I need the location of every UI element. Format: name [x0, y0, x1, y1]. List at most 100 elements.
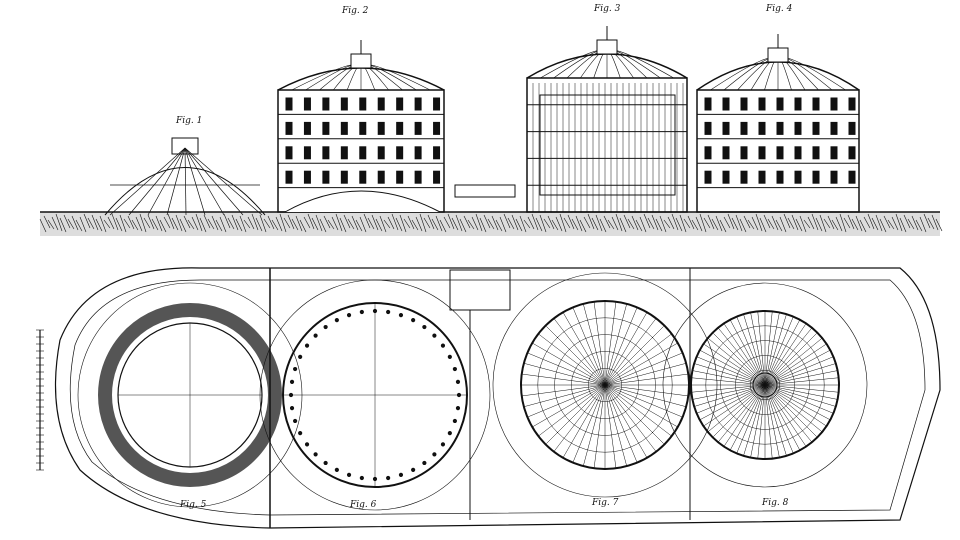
fig4-window [722, 146, 730, 160]
fig2-window [340, 170, 348, 184]
ground-hatch [679, 214, 687, 233]
fig2-window [414, 170, 422, 184]
ground-hatch [647, 217, 655, 230]
fig1-label: Fig. 1 [176, 116, 203, 126]
ground-hatch [435, 215, 443, 232]
fig2-window [322, 146, 330, 160]
fig2-window [303, 170, 311, 184]
ground-hatch [343, 214, 351, 229]
ground-hatch [283, 217, 291, 229]
ground-hatch [623, 214, 631, 229]
ground-hatch [843, 217, 851, 229]
fig4-window [704, 170, 712, 184]
fig7-rib [604, 373, 689, 386]
ground-hatch [839, 213, 847, 233]
ground-hatch [803, 219, 811, 229]
ground-hatch [227, 217, 235, 230]
fig2-window [322, 170, 330, 184]
ground-hatch [143, 217, 151, 229]
fig7-rib [527, 384, 606, 418]
ground-hatch [175, 214, 183, 232]
ground-hatch [315, 214, 323, 232]
fig1-rib [184, 147, 187, 216]
elevation-views [39, 26, 943, 236]
ground-hatch [167, 213, 175, 230]
fig6-pillar [386, 475, 391, 481]
ground-hatch [715, 215, 723, 232]
fig7-rib [604, 384, 638, 463]
fig6-label: Fig. 6 [350, 500, 377, 510]
ground-hatch [783, 213, 791, 229]
ground-hatch [327, 219, 335, 230]
ground-hatch [187, 219, 195, 230]
fig1-rib [184, 147, 244, 216]
ground-hatch [359, 216, 367, 233]
fig8-rib [736, 316, 766, 386]
fig2-window [396, 97, 404, 111]
ground-hatch [627, 218, 635, 230]
ground-hatch [279, 213, 287, 233]
fig4-window [812, 170, 820, 184]
ground-hatch [371, 214, 379, 231]
fig8-rib [736, 384, 766, 454]
fig4-window [722, 97, 730, 111]
ground-hatch [331, 216, 339, 231]
ground-hatch [595, 214, 603, 232]
fig4-window [758, 170, 766, 184]
ground-hatch [651, 214, 659, 231]
ground-hatch [767, 218, 775, 230]
ground-hatch [835, 216, 843, 232]
ground-hatch [243, 219, 251, 229]
fig6-pillar [289, 379, 295, 384]
ground-hatch [747, 219, 755, 230]
fig2-window [285, 170, 293, 184]
fig2-window [433, 146, 441, 160]
ground-hatch [655, 218, 663, 232]
ground-hatch [851, 218, 859, 231]
fig7-rib [604, 352, 683, 386]
ground-hatch [111, 213, 119, 231]
ground-hatch [723, 216, 731, 229]
fig7-rib [593, 384, 606, 469]
fig2-window [377, 97, 385, 111]
fig8-outer [662, 282, 868, 488]
fig6-pillar [346, 472, 352, 477]
fig4-window [740, 121, 748, 135]
ground-hatch [475, 213, 483, 232]
ground-hatch [171, 217, 179, 231]
ground-hatch [131, 219, 139, 231]
ground-hatch [231, 214, 239, 231]
ground-hatch [491, 215, 499, 231]
ground-hatch [267, 215, 275, 230]
fig7-rib [604, 384, 689, 397]
ground-hatch [703, 217, 711, 229]
ground-hatch [87, 217, 95, 230]
ground-hatch [287, 214, 295, 230]
fig2-window [322, 121, 330, 135]
fig4-window [830, 170, 838, 184]
fig4-window [776, 121, 784, 135]
ground-hatch [347, 218, 355, 230]
fig6-pillar [447, 354, 452, 359]
fig1-rib [128, 147, 186, 216]
fig4-window [722, 121, 730, 135]
fig6-pillar [293, 366, 298, 372]
ground-hatch [239, 215, 247, 233]
fig4-label: Fig. 4 [766, 4, 793, 14]
fig2-window [414, 146, 422, 160]
ground-hatch [387, 216, 395, 230]
fig7-rib [532, 384, 606, 428]
ground-hatch [339, 217, 347, 233]
fig2-lantern [350, 53, 372, 69]
ground-hatch [659, 215, 667, 233]
ground-hatch [251, 213, 259, 231]
ground-hatch [355, 219, 363, 232]
fig2-window [303, 97, 311, 111]
ground-hatch [819, 214, 827, 233]
ground-hatch [507, 217, 515, 230]
fig7-rib [604, 333, 672, 386]
fig6-pillar [440, 442, 446, 447]
ground-hatch [663, 219, 671, 229]
ground-hatch [575, 215, 583, 232]
fig7-rib [604, 384, 683, 418]
